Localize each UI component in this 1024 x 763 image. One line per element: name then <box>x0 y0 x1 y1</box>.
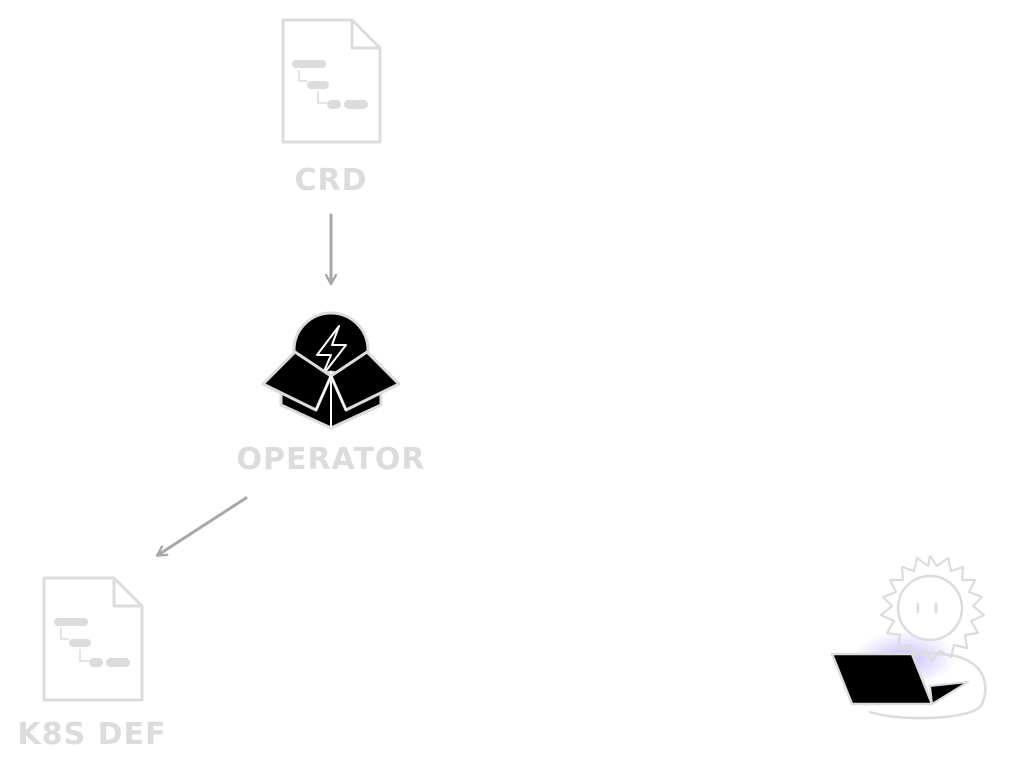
k8s-def-label: K8S DEF <box>17 717 167 752</box>
crd-label: CRD <box>294 163 368 198</box>
operator-label: OPERATOR <box>236 442 426 477</box>
k8s-def-document-icon <box>42 576 144 702</box>
box-lightning-icon <box>261 311 401 430</box>
arrow-operator-to-k8s <box>158 496 248 555</box>
person-laptop-icon <box>830 554 987 720</box>
crd-document-icon <box>281 18 382 144</box>
